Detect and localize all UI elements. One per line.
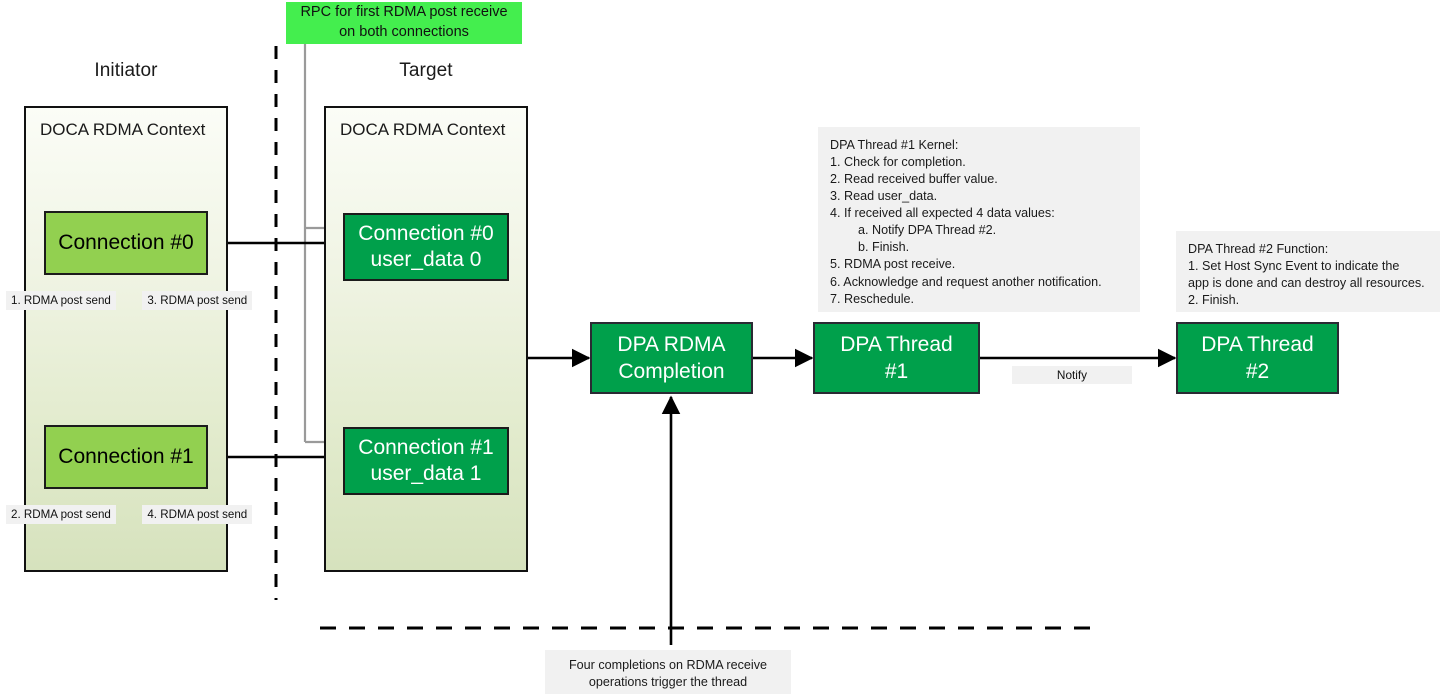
target-connection-1-box[interactable]: Connection #1 user_data 1 bbox=[343, 427, 509, 495]
target-doca-rdma-context-panel: DOCA RDMA Context bbox=[324, 106, 528, 572]
target-context-label: DOCA RDMA Context bbox=[340, 120, 506, 139]
dpa-thread-1-box[interactable]: DPA Thread #1 bbox=[813, 322, 980, 394]
note-four-completions-trigger: Four completions on RDMA receive operati… bbox=[545, 650, 791, 694]
label-rdma-post-send-3: 3. RDMA post send bbox=[142, 291, 253, 311]
note-dpa-thread-1-kernel: DPA Thread #1 Kernel: 1. Check for compl… bbox=[818, 127, 1140, 312]
initiator-doca-rdma-context-panel: DOCA RDMA Context bbox=[24, 106, 228, 572]
label-rdma-post-send-1: 1. RDMA post send bbox=[6, 291, 116, 311]
label-rdma-post-send-2: 2. RDMA post send bbox=[6, 505, 116, 525]
dpa-rdma-completion-box[interactable]: DPA RDMA Completion bbox=[590, 322, 753, 394]
edge-label-notify: Notify bbox=[1012, 366, 1132, 384]
target-connection-0-line1: Connection #0 bbox=[358, 221, 494, 245]
dpa-thread-1-line1: DPA Thread bbox=[840, 332, 953, 356]
target-connection-1-line2: user_data 1 bbox=[370, 462, 482, 485]
target-connection-0-box[interactable]: Connection #0 user_data 0 bbox=[343, 213, 509, 281]
note-dpa-thread-2-function: DPA Thread #2 Function: 1. Set Host Sync… bbox=[1176, 231, 1440, 312]
dpa-thread-1-line2: #1 bbox=[884, 360, 909, 383]
initiator-connection-1-box[interactable]: Connection #1 bbox=[44, 425, 208, 489]
initiator-connection-0-box[interactable]: Connection #0 bbox=[44, 211, 208, 275]
initiator-context-label: DOCA RDMA Context bbox=[40, 120, 206, 139]
column-title-initiator: Initiator bbox=[94, 60, 158, 81]
target-connection-0-line2: user_data 0 bbox=[370, 248, 482, 271]
label-group-conn1-post-send: 2. RDMA post send 4. RDMA post send bbox=[6, 504, 253, 525]
column-title-target: Target bbox=[399, 60, 453, 81]
dpa-thread-2-line1: DPA Thread bbox=[1201, 332, 1314, 356]
callout-rpc: RPC for first RDMA post receive on both … bbox=[286, 2, 522, 44]
dpa-thread-2-box[interactable]: DPA Thread #2 bbox=[1176, 322, 1339, 394]
dpa-rdma-completion-line1: DPA RDMA bbox=[617, 332, 726, 356]
target-connection-1-line1: Connection #1 bbox=[358, 435, 494, 459]
label-rdma-post-send-4: 4. RDMA post send bbox=[142, 505, 253, 525]
label-group-conn0-post-send: 1. RDMA post send 3. RDMA post send bbox=[6, 290, 253, 311]
dpa-thread-2-line2: #2 bbox=[1245, 360, 1270, 383]
dpa-rdma-completion-line2: Completion bbox=[618, 360, 725, 383]
